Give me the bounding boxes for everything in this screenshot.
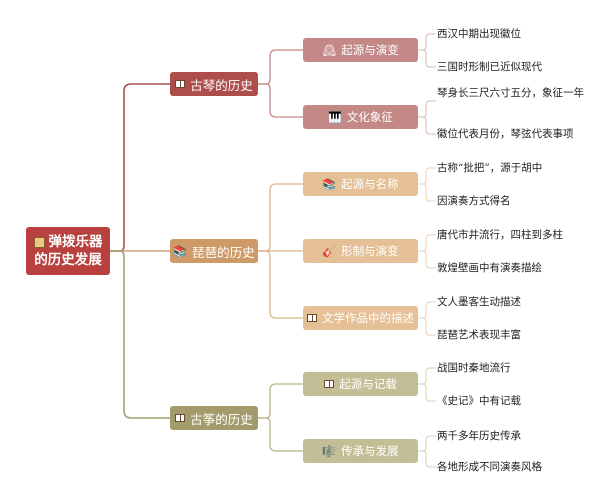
link-branch-1-sub-1 (258, 49, 303, 85)
sub-label: 起源与名称 (341, 177, 399, 191)
piano-keys-icon: 🎹 (328, 110, 342, 124)
leaf-item: 琴身长三尺六寸五分，象征一年 (437, 87, 584, 99)
sub-label: 文化象征 (346, 110, 393, 124)
branch-guzheng-history[interactable]: 古筝的历史 (170, 406, 258, 430)
leaf-item: 《史记》中有记载 (437, 395, 521, 407)
link-branch-2-sub-1 (258, 183, 303, 252)
sub-label: 传承与发展 (341, 444, 399, 458)
leaf-item: 三国时形制已近似现代 (437, 61, 542, 73)
scroll-icon (33, 236, 45, 248)
book-icon (307, 314, 317, 322)
sub-guqin-symbolism[interactable]: 🎹 文化象征 (303, 105, 418, 129)
branch-guqin-history[interactable]: 古琴的历史 (170, 72, 258, 96)
root-label-line1: 弹拨乐器 (48, 234, 103, 250)
books-icon: 📚 (322, 177, 337, 191)
leaf-item: 古称“批把”，源于胡中 (437, 162, 543, 174)
book-icon (175, 80, 186, 88)
link-branch-1-sub-2 (258, 83, 303, 118)
leaf-item: 各地形成不同演奏风格 (437, 461, 542, 473)
branch-label: 琵琶的历史 (192, 244, 255, 260)
branch-label: 古琴的历史 (190, 77, 253, 93)
branch-pipa-history[interactable]: 📚 琵琶的历史 (170, 239, 258, 263)
leaf-item: 徽位代表月份，琴弦代表事项 (437, 128, 574, 140)
link-root-branch-1 (110, 83, 170, 252)
sub-pipa-origin[interactable]: 📚 起源与名称 (303, 172, 418, 196)
link-root-branch-3 (110, 250, 170, 419)
leaf-item: 琵琶艺术表现丰富 (437, 329, 521, 341)
branch-label: 古筝的历史 (190, 411, 253, 427)
root-label-line2: 的历史发展 (34, 252, 102, 268)
link-branch-3-sub-1 (258, 383, 303, 419)
leaf-item: 敦煌壁画中有演奏描绘 (437, 262, 542, 274)
sub-label: 文学作品中的描述 (322, 311, 414, 325)
guitar-icon: 🎸 (322, 244, 337, 258)
sub-guzheng-origin[interactable]: 起源与记载 (303, 372, 418, 396)
book-icon (175, 414, 186, 422)
link-branch-2-sub-3 (258, 250, 303, 319)
leaf-item: 两千多年历史传承 (437, 430, 521, 442)
leaf-item: 西汉中期出现徽位 (437, 28, 521, 40)
sub-pipa-form[interactable]: 🎸 形制与演变 (303, 239, 418, 263)
link-branch-3-sub-2 (258, 417, 303, 452)
leaf-item: 战国时秦地流行 (437, 362, 511, 374)
sub-label: 起源与演变 (341, 43, 399, 57)
root-node[interactable]: 弹拨乐器 的历史发展 (26, 227, 110, 275)
book-icon (324, 380, 335, 388)
clock-icon: 🕰 (322, 43, 337, 57)
leaf-item: 唐代市井流行，四柱到多柱 (437, 229, 563, 241)
sub-guqin-origin[interactable]: 🕰 起源与演变 (303, 38, 418, 62)
sub-pipa-literature[interactable]: 文学作品中的描述 (303, 306, 418, 330)
music-notes-icon: 🎼 (322, 444, 337, 458)
sub-label: 形制与演变 (341, 244, 399, 258)
books-icon: 📚 (173, 244, 188, 258)
sub-guzheng-development[interactable]: 🎼 传承与发展 (303, 439, 418, 463)
leaf-item: 因演奏方式得名 (437, 195, 511, 207)
sub-label: 起源与记载 (339, 377, 397, 391)
leaf-item: 文人墨客生动描述 (437, 296, 521, 308)
